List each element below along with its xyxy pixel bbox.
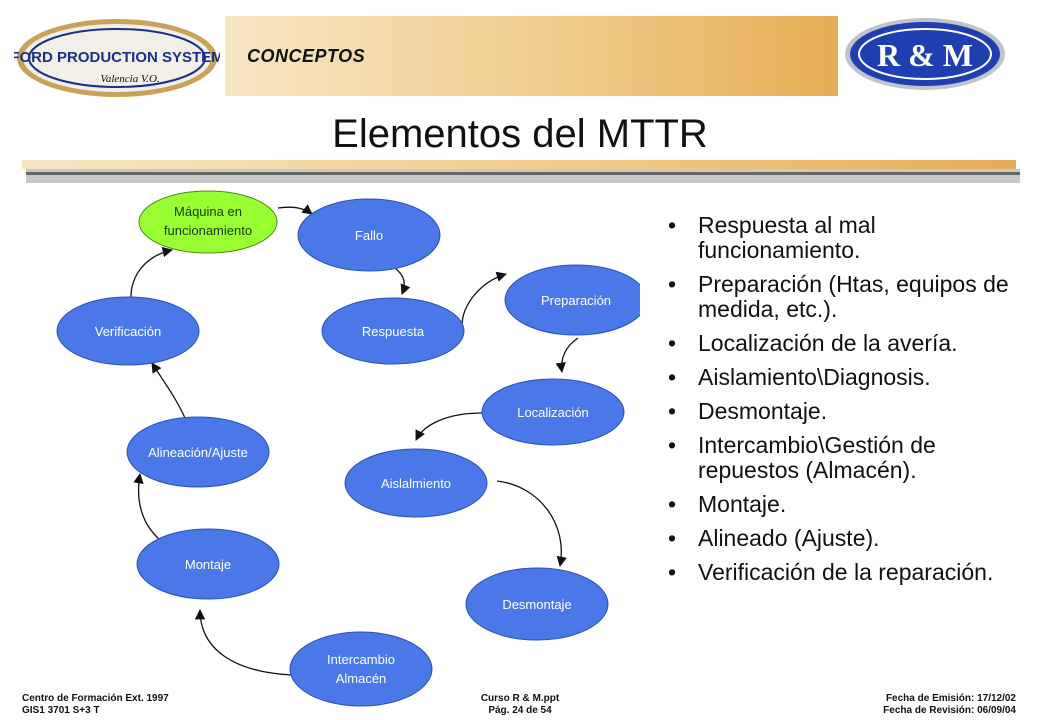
ford-production-system-logo: FORD PRODUCTION SYSTEM Valencia V.O. bbox=[14, 19, 220, 97]
arrow-preparacion-localizacion bbox=[555, 337, 579, 374]
node-verificacion-label: Verificación bbox=[95, 324, 161, 339]
arrow-localizacion-aislamiento bbox=[415, 412, 483, 441]
bullet-item: Verificación de la reparación. bbox=[668, 560, 1040, 586]
section-header-band: CONCEPTOS bbox=[225, 16, 838, 96]
node-montaje-label: Montaje bbox=[185, 557, 231, 572]
bullet-item: Intercambio\Gestión de repuestos (Almacé… bbox=[668, 433, 1040, 483]
node-desmontaje-label: Desmontaje bbox=[502, 597, 571, 612]
node-aislamiento bbox=[344, 448, 488, 518]
arrow-respuesta-preparacion bbox=[461, 271, 507, 327]
node-verificacion bbox=[56, 296, 200, 366]
title-rule-line bbox=[26, 172, 1020, 175]
bullet-item: Preparación (Htas, equipos de medida, et… bbox=[668, 272, 1040, 322]
node-localizacion-label: Localización bbox=[517, 405, 589, 420]
node-fallo bbox=[297, 198, 441, 272]
arrow-maquina-fallo bbox=[277, 204, 313, 215]
mttr-cycle-diagram: Máquina en funcionamiento Fallo Respuest… bbox=[56, 190, 640, 707]
arrow-montaje-alineacion bbox=[133, 472, 161, 541]
bullet-item: Alineado (Ajuste). bbox=[668, 526, 1040, 552]
arrow-aislamiento-desmontaje bbox=[496, 480, 567, 568]
footer-center: Curso R & M.ppt Pág. 24 de 54 bbox=[470, 693, 570, 717]
footer-center-line2: Pág. 24 de 54 bbox=[488, 705, 552, 716]
node-fallo-label: Fallo bbox=[355, 228, 383, 243]
node-montaje bbox=[136, 528, 280, 600]
node-maquina-label-1: Máquina en bbox=[174, 204, 242, 219]
bullet-item: Respuesta al mal funcionamiento. bbox=[668, 213, 1040, 263]
section-label: CONCEPTOS bbox=[247, 46, 366, 66]
node-localizacion bbox=[481, 378, 625, 446]
node-intercambio-label-2: Almacén bbox=[336, 671, 387, 686]
bullet-item: Montaje. bbox=[668, 492, 1040, 518]
rm-logo-text: R & M bbox=[877, 37, 973, 73]
title-rule bbox=[22, 160, 1016, 169]
page-title: Elementos del MTTR bbox=[332, 112, 708, 156]
node-respuesta bbox=[321, 297, 465, 365]
node-desmontaje bbox=[465, 567, 609, 641]
node-preparacion bbox=[504, 264, 640, 336]
footer-left-line2: GIS1 3701 S+3 T bbox=[22, 705, 100, 716]
footer-left: Centro de Formación Ext. 1997 GIS1 3701 … bbox=[22, 693, 169, 717]
node-alineacion bbox=[126, 416, 270, 488]
node-preparacion-label: Preparación bbox=[541, 293, 611, 308]
arrow-fallo-respuesta bbox=[394, 267, 411, 295]
bullet-item: Desmontaje. bbox=[668, 399, 1040, 425]
ford-logo-title: FORD PRODUCTION SYSTEM bbox=[14, 49, 220, 66]
arrow-intercambio-montaje bbox=[194, 608, 293, 676]
arrow-verificacion-maquina bbox=[130, 246, 174, 301]
bullet-list: Respuesta al mal funcionamiento. Prepara… bbox=[668, 213, 1040, 594]
ford-logo-subtitle: Valencia V.O. bbox=[100, 73, 159, 85]
node-alineacion-label: Alineación/Ajuste bbox=[148, 445, 248, 460]
footer-right-line2: Fecha de Revisión: 06/09/04 bbox=[883, 705, 1016, 716]
node-respuesta-label: Respuesta bbox=[362, 324, 425, 339]
footer-right: Fecha de Emisión: 17/12/02 Fecha de Revi… bbox=[883, 693, 1016, 717]
node-intercambio bbox=[289, 631, 433, 707]
rm-logo: R & M bbox=[845, 18, 1005, 90]
node-intercambio-label-1: Intercambio bbox=[327, 652, 395, 667]
footer-right-line1: Fecha de Emisión: 17/12/02 bbox=[885, 693, 1016, 704]
node-maquina-label-2: funcionamiento bbox=[164, 223, 252, 238]
bullet-item: Localización de la avería. bbox=[668, 331, 1040, 357]
footer-center-line1: Curso R & M.ppt bbox=[480, 693, 560, 704]
arrow-alineacion-verificacion bbox=[151, 362, 186, 419]
node-maquina bbox=[138, 190, 278, 254]
bullet-item: Aislamiento\Diagnosis. bbox=[668, 365, 1040, 391]
node-aislamiento-label: Aislalmiento bbox=[381, 476, 451, 491]
footer-left-line1: Centro de Formación Ext. 1997 bbox=[22, 693, 169, 704]
